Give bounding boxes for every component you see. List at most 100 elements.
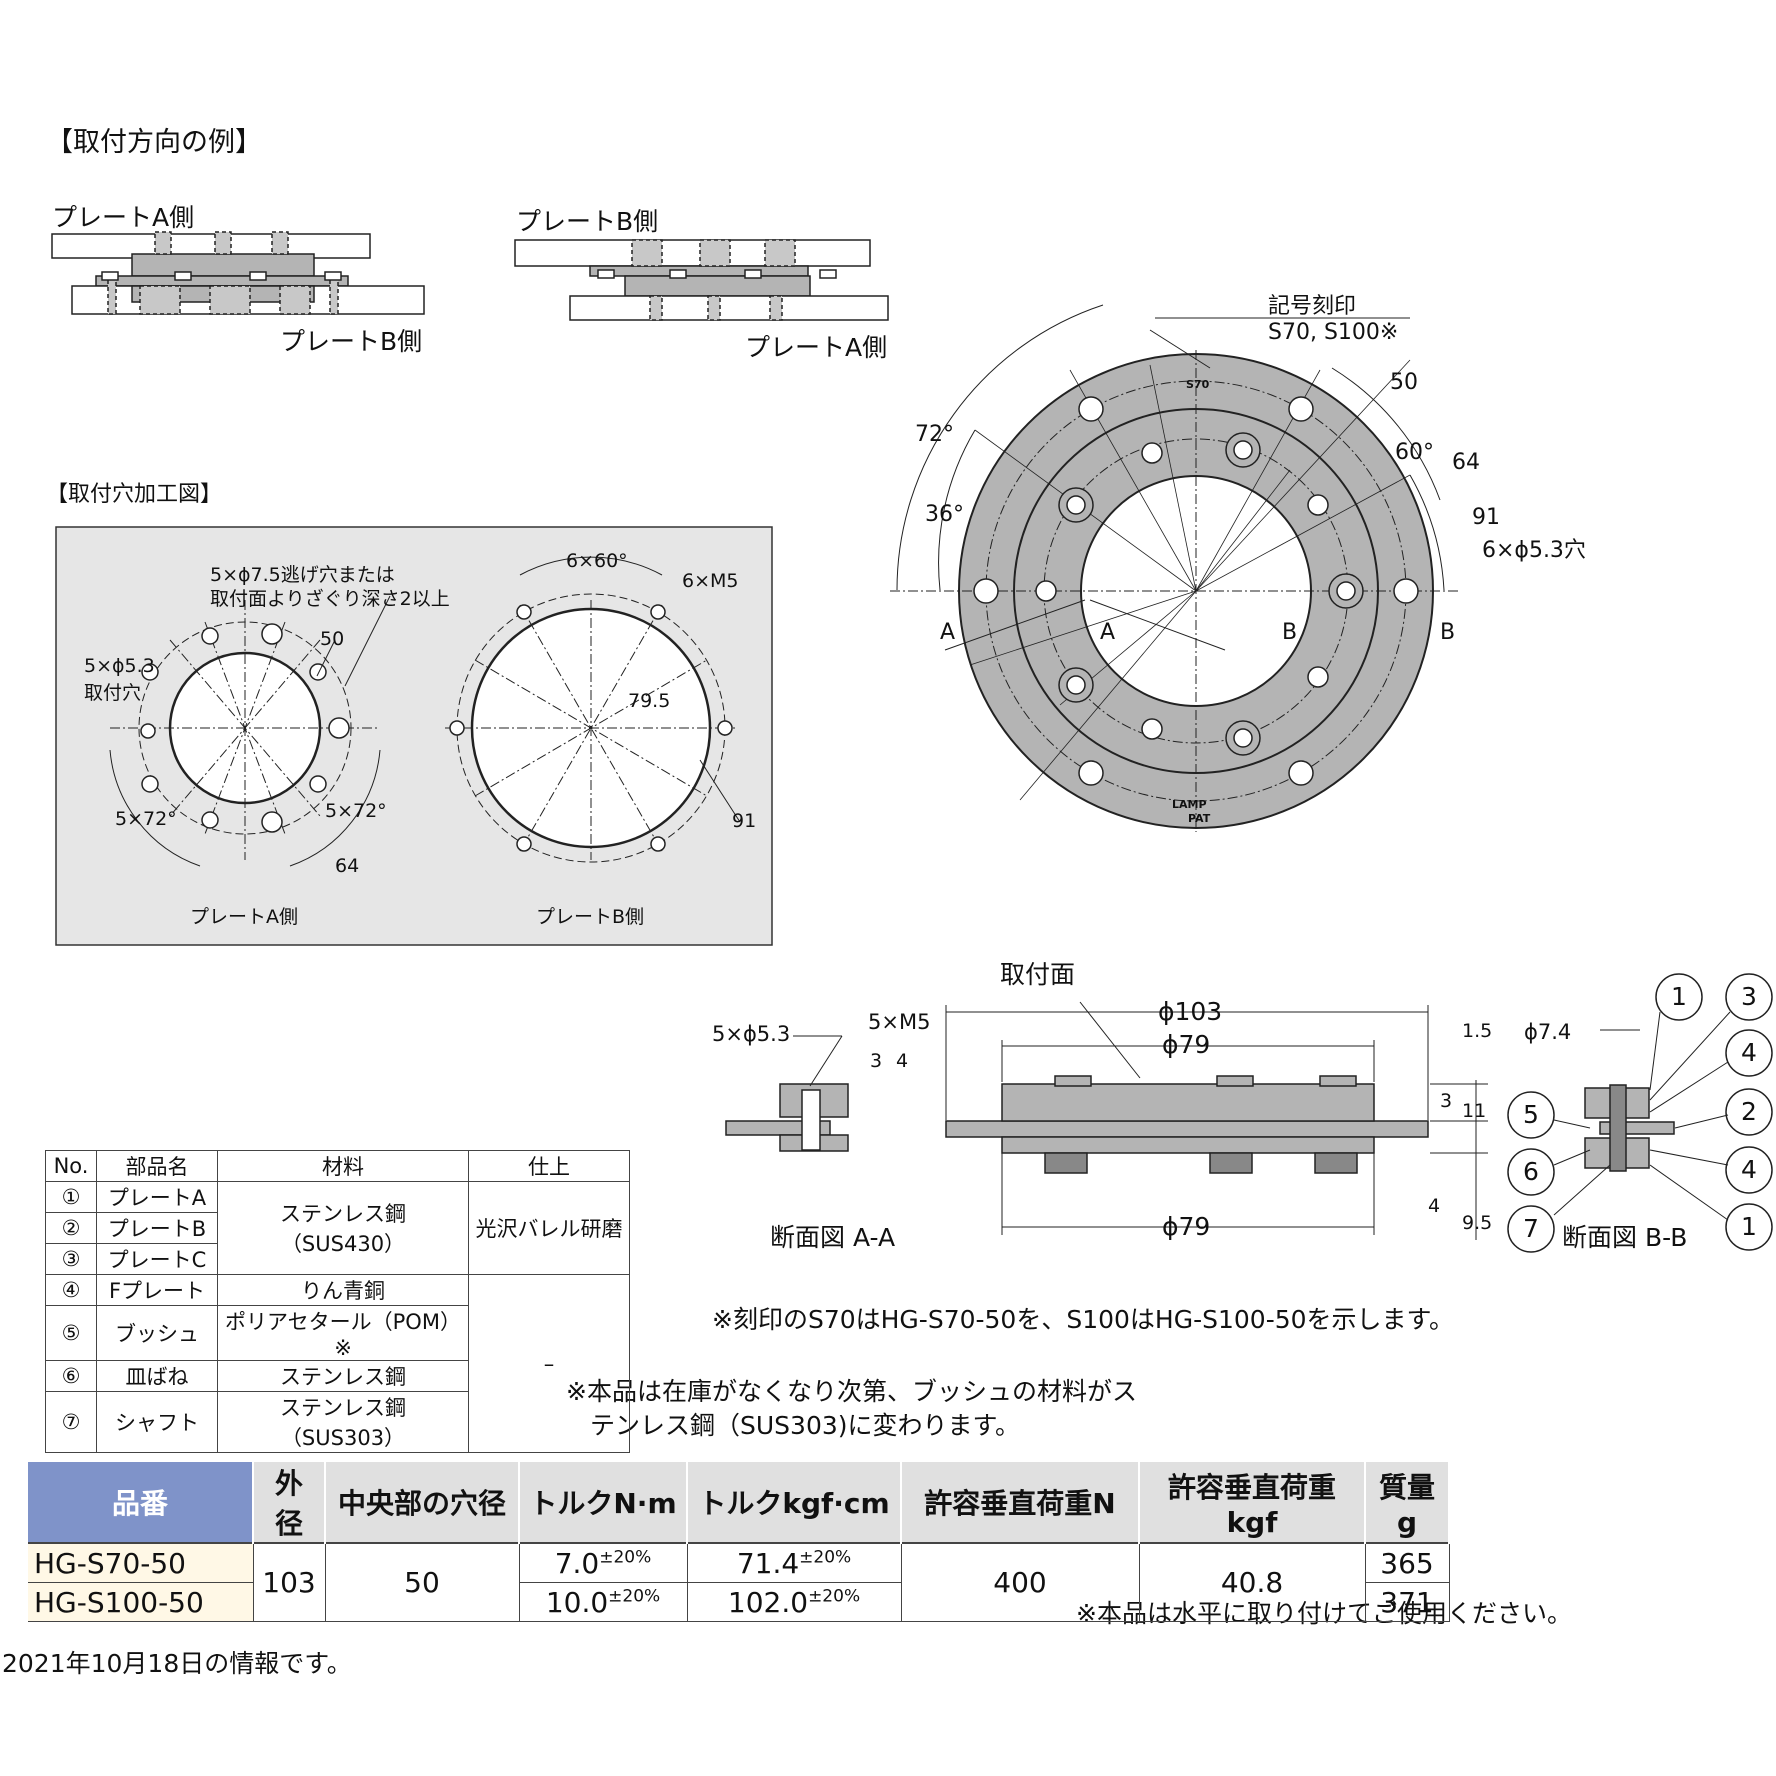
- part-material: りん青銅: [217, 1274, 469, 1306]
- prod-header-torque-nm: トルクN·m: [519, 1462, 688, 1543]
- callout-4-bottom: 4: [1741, 1155, 1757, 1184]
- top-angle-72: 72°: [915, 422, 954, 447]
- hole-b-angle: 6×60°: [566, 550, 628, 572]
- hole-a-caption: プレートA側: [190, 906, 298, 928]
- top-dim-50: 50: [1390, 370, 1418, 395]
- stamp-note: ※刻印のS70はHG-S70-50を、S100はHG-S100-50を示します。: [712, 1305, 1455, 1334]
- callout-1-bottom: 1: [1741, 1212, 1757, 1241]
- prod-header-torque-kgf: トルクkgf·cm: [687, 1462, 902, 1543]
- part-name: プレートC: [96, 1243, 218, 1275]
- hole-drawing-title: 【取付穴加工図】: [46, 482, 223, 507]
- section-bb-caption: 断面図 B-B: [1562, 1223, 1688, 1252]
- parts-row: ① プレートA ステンレス鋼（SUS430） 光沢バレル研磨: [45, 1181, 630, 1275]
- plate-stamp: S70: [1186, 378, 1210, 391]
- part-finish-other: –: [468, 1274, 630, 1453]
- callout-6: 6: [1523, 1157, 1539, 1186]
- section-mark-a-outer: A: [940, 620, 956, 645]
- side-dim-95: 9.5: [1462, 1212, 1493, 1234]
- part-name: プレートB: [96, 1212, 218, 1244]
- parts-row: ⑥ 皿ばね ステンレス鋼: [45, 1360, 630, 1392]
- side-view: [945, 1001, 1488, 1240]
- side-dim-4: 4: [1428, 1195, 1441, 1217]
- aa-thread-label: 5×M5: [868, 1010, 931, 1034]
- date-note: 2021年10月18日の情報です。: [2, 1649, 352, 1678]
- product-code: HG-S100-50: [28, 1582, 254, 1622]
- callout-1-top: 1: [1671, 982, 1687, 1011]
- torque-kgf-value: 71.4: [736, 1546, 800, 1580]
- top-angle-60: 60°: [1395, 440, 1434, 465]
- torque-nm-value: 7.0: [554, 1546, 600, 1580]
- hole-pattern-a: [109, 595, 391, 867]
- stock-note-1: ※本品は在庫がなくなり次第、ブッシュの材料がス: [566, 1377, 1137, 1406]
- product-torque-nm: 7.0±20%: [519, 1542, 688, 1583]
- section-mark-a-inner: A: [1100, 620, 1116, 645]
- callout-4-top: 4: [1741, 1038, 1757, 1067]
- bb-d-74: ϕ7.4: [1524, 1020, 1572, 1044]
- torque-nm-value: 10.0: [545, 1585, 609, 1619]
- part-no: ②: [45, 1212, 97, 1244]
- callout-3: 3: [1741, 982, 1757, 1011]
- parts-header-material: 材料: [217, 1150, 469, 1182]
- parts-row: ⑦ シャフト ステンレス鋼（SUS303）: [45, 1391, 630, 1453]
- prod-header-bore: 中央部の穴径: [325, 1462, 520, 1543]
- part-material: ポリアセタール（POM）※: [217, 1305, 469, 1361]
- mount-right-bottom-label: プレートA側: [745, 333, 888, 362]
- part-no: ⑥: [45, 1360, 97, 1392]
- section-mark-b-inner: B: [1282, 620, 1298, 645]
- parts-header-name: 部品名: [96, 1150, 218, 1182]
- product-table: 品番 外径 中央部の穴径 トルクN·m トルクkgf·cm 許容垂直荷重N 許容…: [28, 1462, 1450, 1622]
- note-escape-hole: 5×ϕ7.5逃げ穴または: [210, 564, 395, 586]
- top-holes: 6×ϕ5.3穴: [1482, 538, 1586, 563]
- parts-table: No. 部品名 材料 仕上 ① プレートA ステンレス鋼（SUS430） 光沢バ…: [45, 1150, 630, 1453]
- part-material: ステンレス鋼: [217, 1360, 469, 1392]
- section-aa-caption: 断面図 A-A: [770, 1223, 896, 1252]
- hole-a-dim-50: 50: [320, 628, 345, 650]
- product-load-kgf: 40.8: [1139, 1542, 1366, 1622]
- product-torque-kgf: 71.4±20%: [687, 1542, 902, 1583]
- mount-example-title: 【取付方向の例】: [46, 127, 262, 158]
- part-no: ④: [45, 1274, 97, 1306]
- part-name: シャフト: [96, 1391, 218, 1453]
- mount-example-right: [514, 239, 889, 321]
- product-torque-nm: 10.0±20%: [519, 1582, 688, 1622]
- part-no: ①: [45, 1181, 97, 1213]
- stamp-values: S70, S100※: [1268, 320, 1399, 345]
- section-b-b: [1507, 973, 1773, 1253]
- section-a-a: [725, 1035, 849, 1152]
- pat-mark: PAT: [1188, 812, 1211, 825]
- prod-header-od: 外径: [253, 1462, 326, 1543]
- mount-left-bottom-label: プレートB側: [280, 327, 423, 356]
- stock-note-2: テンレス鋼（SUS303)に変わります。: [590, 1411, 1021, 1440]
- tolerance: ±20%: [608, 1586, 661, 1607]
- prod-header-load-n: 許容垂直荷重N: [901, 1462, 1140, 1543]
- mount-left-top-label: プレートA側: [52, 203, 195, 232]
- side-dim-15: 1.5: [1462, 1020, 1493, 1042]
- prod-header-load-kgf: 許容垂直荷重kgf: [1139, 1462, 1366, 1543]
- side-dim-11: 11: [1462, 1100, 1487, 1122]
- tap-holes-label-2: 取付穴: [84, 682, 142, 704]
- hole-a-dim-64: 64: [335, 855, 360, 877]
- prod-header-mass: 質量g: [1365, 1462, 1450, 1543]
- parts-header-no: No.: [45, 1150, 97, 1182]
- mount-face-label: 取付面: [1000, 960, 1076, 989]
- parts-row: ⑤ ブッシュ ポリアセタール（POM）※: [45, 1305, 630, 1361]
- product-row: HG-S100-50 10.0±20% 102.0±20% 371: [28, 1582, 1450, 1622]
- top-dim-64: 64: [1452, 450, 1480, 475]
- parts-row: ③ プレートC: [45, 1243, 630, 1275]
- aa-dim-3: 3: [870, 1050, 883, 1072]
- section-mark-b-outer: B: [1440, 620, 1456, 645]
- lamp-logo: LAMP: [1172, 798, 1207, 811]
- part-finish-plates: 光沢バレル研磨: [468, 1181, 630, 1275]
- part-name: プレートA: [96, 1181, 218, 1213]
- aa-dim-4: 4: [896, 1050, 909, 1072]
- hole-b-dim-91: 91: [732, 810, 757, 832]
- hole-pattern-b: [445, 556, 741, 863]
- mount-example-left: [51, 231, 425, 315]
- side-od-103: ϕ103: [1158, 997, 1223, 1026]
- callout-7: 7: [1523, 1214, 1539, 1243]
- product-mass: 365: [1365, 1542, 1450, 1583]
- product-load-n: 400: [901, 1542, 1140, 1622]
- top-dim-91: 91: [1472, 505, 1500, 530]
- top-angle-36: 36°: [925, 502, 964, 527]
